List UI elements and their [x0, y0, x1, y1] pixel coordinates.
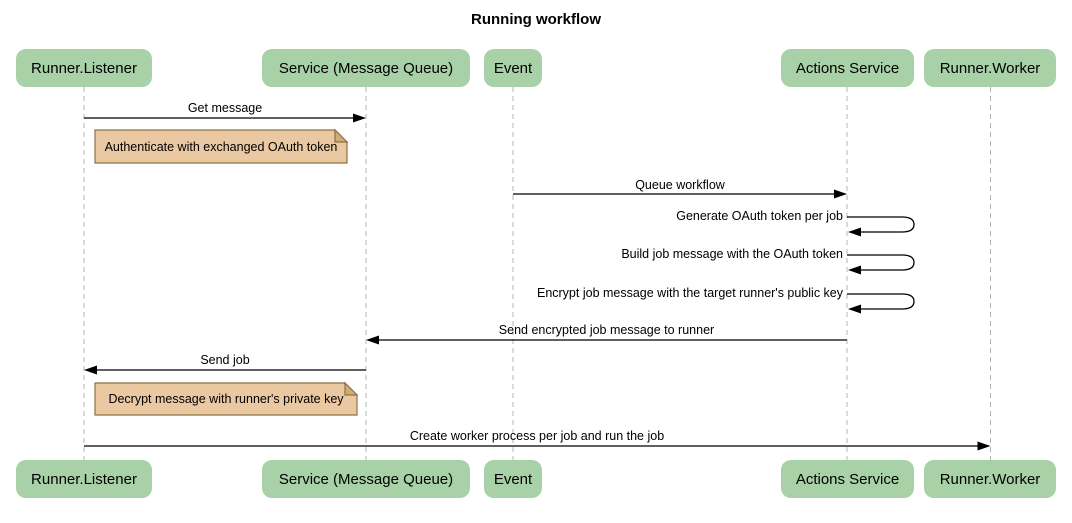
selfloop-encrypt-job-message	[847, 293, 915, 310]
selfloop-build-job-message	[847, 254, 915, 271]
participant-label: Actions Service	[795, 59, 900, 77]
arrowhead-left-icon	[848, 265, 861, 275]
message-label-build-job-message: Build job message with the OAuth token	[621, 247, 843, 261]
note-fold-icon	[334, 128, 349, 143]
note-decrypt-label: Decrypt message with runner's private ke…	[108, 392, 344, 406]
selfloop-generate-oauth	[847, 216, 915, 233]
participant-label: Runner.Worker	[939, 59, 1041, 77]
participant-label: Service (Message Queue)	[278, 59, 454, 77]
note-fold-icon	[344, 381, 359, 396]
participant-bottom-runner-worker: Runner.Worker	[924, 460, 1056, 498]
participant-bottom-actions-service: Actions Service	[781, 460, 914, 498]
participant-label: Runner.Listener	[31, 59, 137, 77]
message-label-encrypt-job-message: Encrypt job message with the target runn…	[536, 286, 843, 300]
message-label-get-message: Get message	[187, 101, 263, 115]
participant-label: Event	[493, 59, 533, 77]
note-authenticate-shape	[94, 129, 348, 164]
participant-top-service-message-queue: Service (Message Queue)	[262, 49, 470, 87]
arrowhead-left-icon	[848, 304, 861, 314]
note-authenticate-label: Authenticate with exchanged OAuth token	[104, 139, 338, 154]
arrowhead-left-icon	[848, 227, 861, 237]
arrowhead-right-icon	[834, 189, 847, 199]
message-label-send-job: Send job	[200, 353, 250, 367]
participant-bottom-event: Event	[484, 460, 542, 498]
arrowhead-left-icon	[366, 335, 379, 345]
participant-label: Runner.Listener	[31, 470, 137, 488]
arrowhead-right-icon	[977, 441, 991, 451]
diagram-title: Running workflow	[471, 11, 601, 28]
arrowhead-left-icon	[84, 365, 97, 375]
participant-top-runner-listener: Runner.Listener	[16, 49, 152, 87]
message-label-generate-oauth-token: Generate OAuth token per job	[676, 209, 843, 223]
message-label-queue-workflow: Queue workflow	[635, 178, 725, 192]
participant-top-event: Event	[484, 49, 542, 87]
message-label-send-encrypted-job-message: Send encrypted job message to runner	[498, 323, 715, 337]
arrowhead-right-icon	[353, 113, 366, 123]
note-decrypt-shape	[94, 382, 358, 416]
participant-label: Actions Service	[795, 470, 900, 488]
participant-label: Runner.Worker	[939, 470, 1041, 488]
message-label-create-worker-process: Create worker process per job and run th…	[409, 429, 665, 443]
participant-label: Event	[493, 470, 533, 488]
participant-bottom-service-message-queue: Service (Message Queue)	[262, 460, 470, 498]
participant-label: Service (Message Queue)	[278, 470, 454, 488]
participant-bottom-runner-listener: Runner.Listener	[16, 460, 152, 498]
participant-top-actions-service: Actions Service	[781, 49, 914, 87]
participant-top-runner-worker: Runner.Worker	[924, 49, 1056, 87]
